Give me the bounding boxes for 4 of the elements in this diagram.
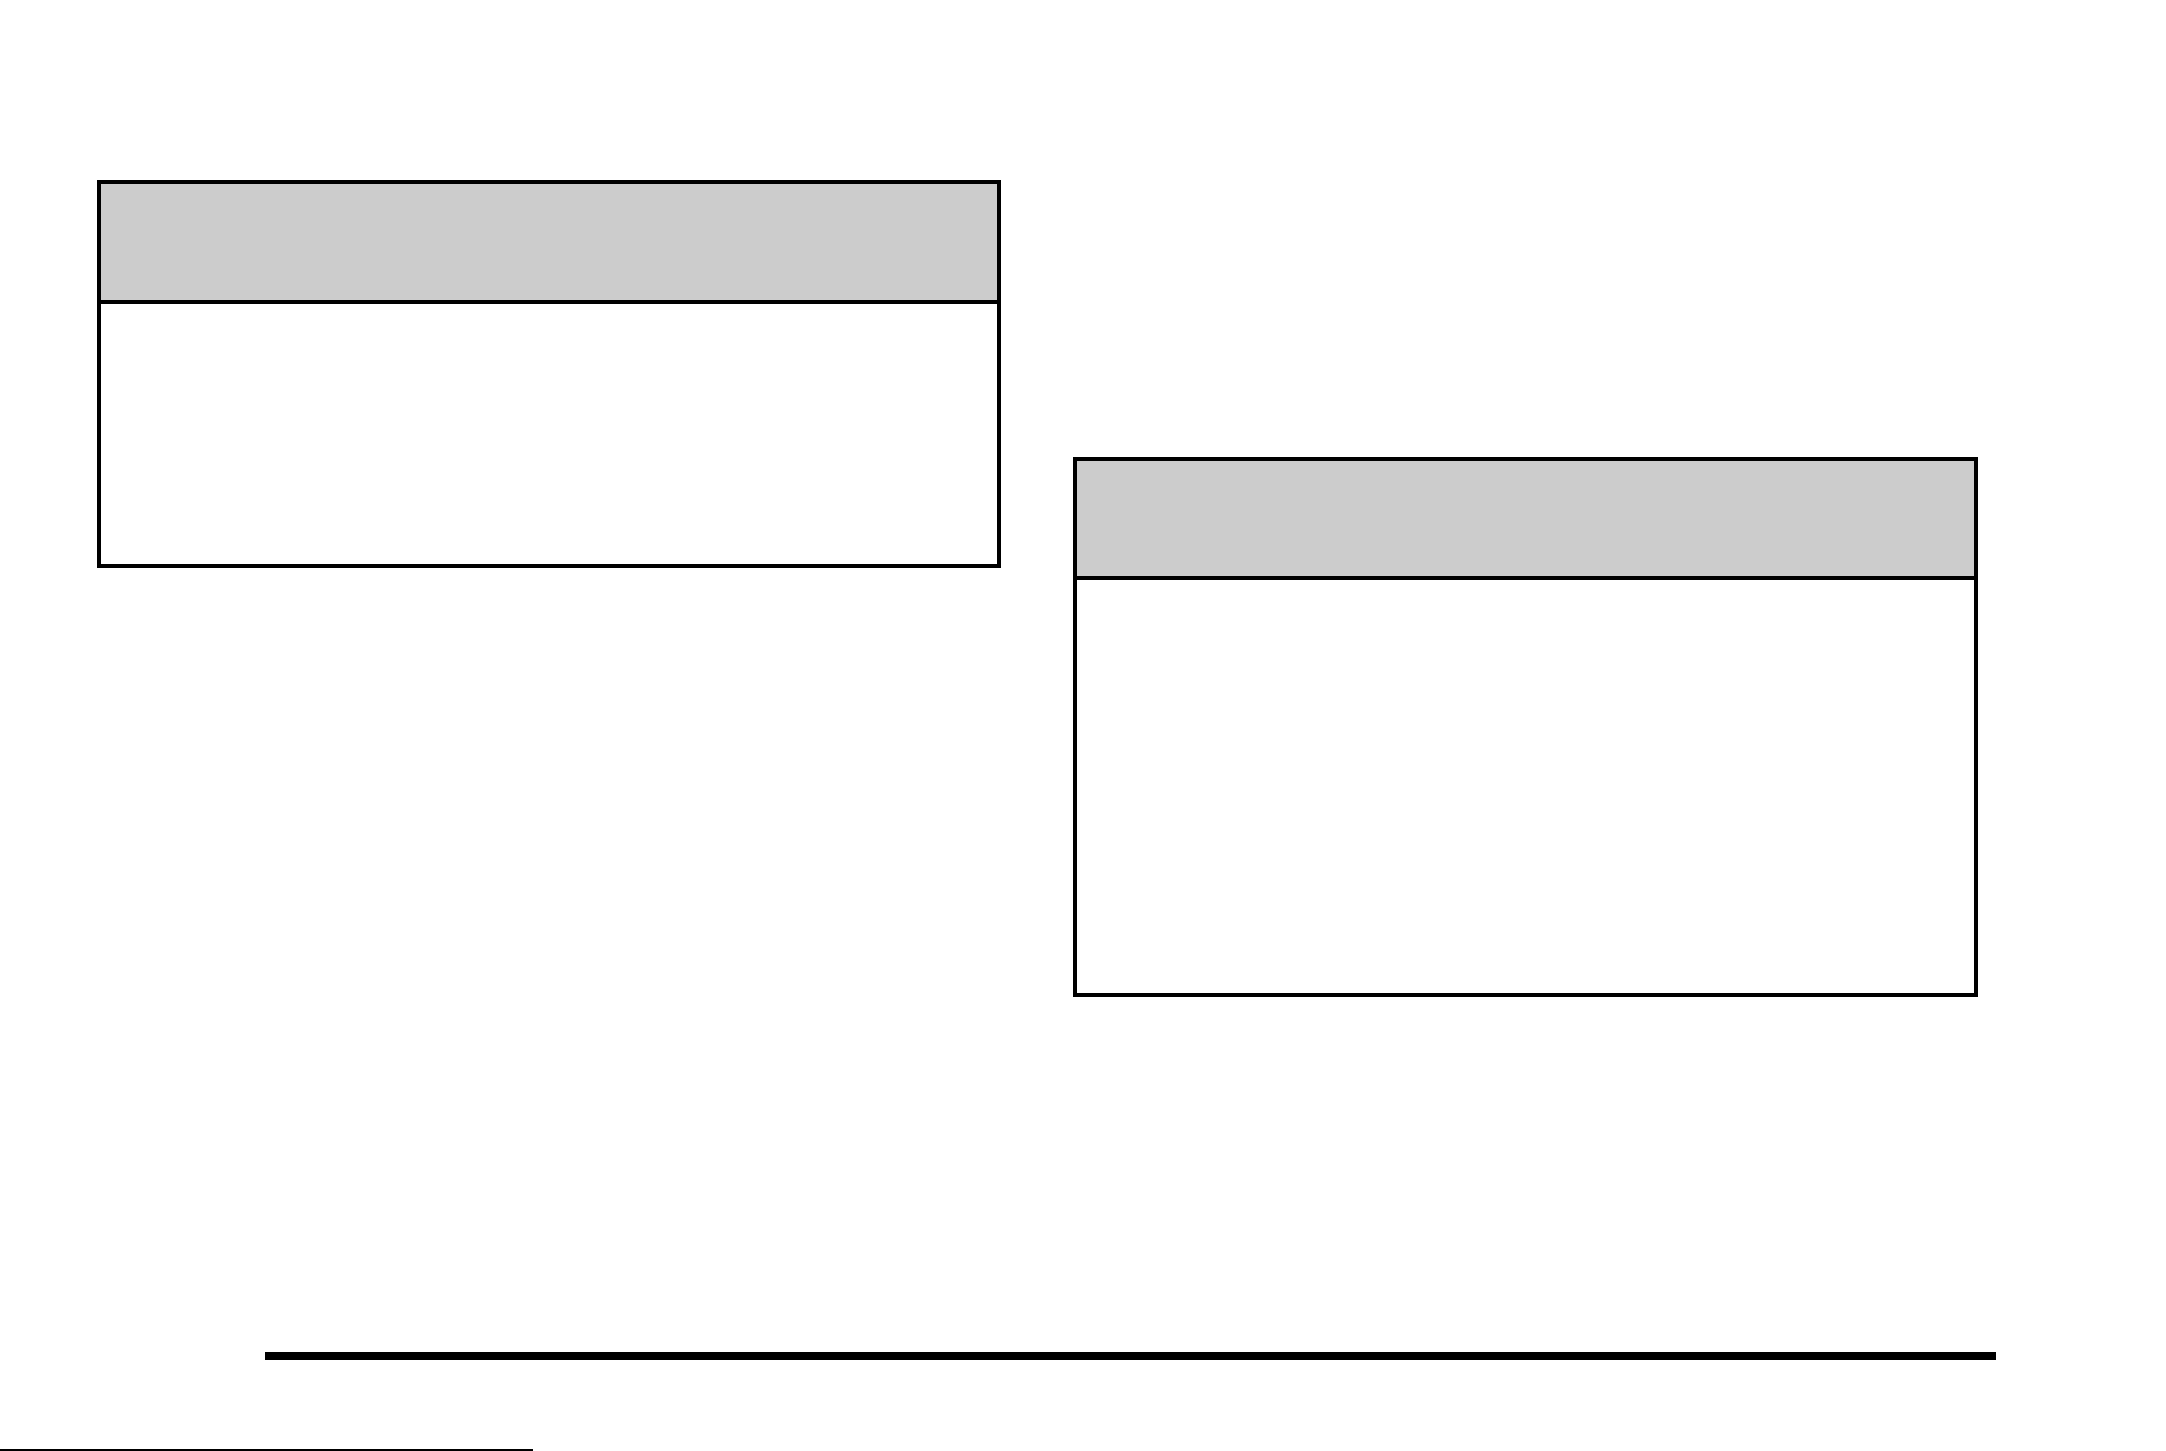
header-band	[101, 184, 997, 304]
panel-box	[1073, 457, 1978, 997]
header-band	[1077, 461, 1974, 580]
panel-box	[97, 180, 1001, 568]
